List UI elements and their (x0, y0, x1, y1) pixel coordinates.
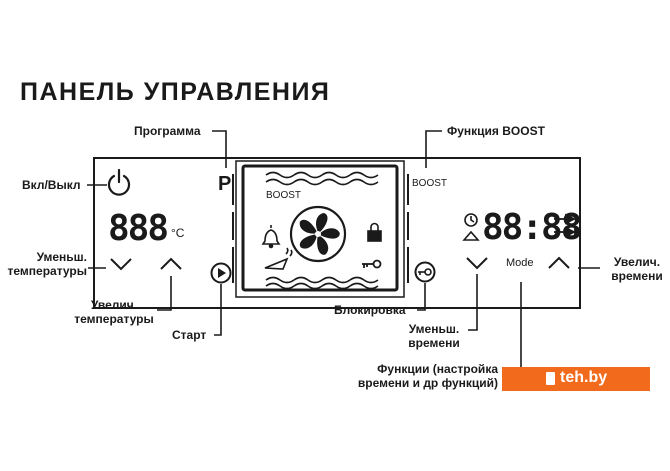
label-time-up-line1: Увелич. (613, 255, 661, 269)
play-icon (218, 268, 226, 278)
label-program: Программа (134, 124, 201, 138)
lock-button-key-icon (418, 268, 432, 276)
watermark: teh.by (502, 367, 650, 391)
start-button[interactable] (210, 262, 232, 284)
key-icon (362, 259, 382, 269)
label-time-down-line2: времени (408, 336, 460, 350)
power-button[interactable] (106, 170, 132, 196)
lock-button-ring (414, 261, 436, 283)
display-inner-frame (241, 164, 399, 292)
bell-small-icon (462, 230, 480, 241)
label-time-up-line2: времени (611, 269, 663, 283)
label-time-up: Увелич. времени (604, 255, 670, 283)
label-temp-up-line1: Увелич. (90, 298, 138, 312)
label-functions-line1: Функции (настройка (377, 362, 498, 376)
leader-lines (87, 130, 600, 368)
label-temp-up-line2: температуры (74, 312, 154, 326)
watermark-text: teh.by (560, 369, 608, 386)
power-icon (107, 168, 131, 196)
label-temp-down-line1: Уменьш. (36, 250, 87, 264)
label-temp-down: Уменьш. температуры (2, 250, 87, 278)
program-indicator: P (218, 173, 232, 195)
watermark-logo-icon (546, 372, 555, 385)
panel-frame (93, 157, 581, 309)
page-title: ПАНЕЛЬ УПРАВЛЕНИЯ (20, 78, 331, 106)
label-functions: Функции (настройка времени и др функций) (330, 362, 498, 390)
time-down-chevron-icon (466, 257, 488, 270)
temp-up-chevron-icon (160, 257, 182, 270)
boost-screen-label: BOOST (266, 190, 302, 201)
label-boost-function: Функция BOOST (447, 124, 545, 138)
temp-down-button[interactable] (108, 254, 134, 274)
temp-down-chevron-icon (110, 258, 132, 271)
bottom-heating-icon (265, 276, 379, 290)
label-power: Вкл/Выкл (22, 178, 81, 192)
mode-button[interactable]: Mode (506, 257, 534, 269)
clock-icon (464, 213, 478, 227)
time-display: 88:88 (482, 207, 582, 248)
temperature-unit: °C (171, 226, 185, 240)
label-functions-line2: времени и др функций) (357, 376, 498, 390)
start-button-ring (210, 262, 232, 284)
label-temp-up: Увелич. температуры (68, 298, 160, 326)
pizza-icon (264, 247, 293, 270)
display-outer-frame (235, 160, 405, 298)
label-lock: Блокировка (334, 303, 406, 317)
time-arrow-icons (554, 213, 577, 238)
fan-icon (289, 205, 347, 263)
boost-indicator: BOOST (412, 178, 448, 189)
label-time-down: Уменьш. времени (402, 322, 466, 350)
top-heating-icon (265, 171, 379, 186)
bell-icon (261, 225, 281, 249)
lock-button[interactable] (414, 261, 436, 283)
label-time-down-line1: Уменьш. (408, 322, 460, 336)
time-up-button[interactable] (546, 254, 572, 274)
label-start: Старт (172, 328, 207, 342)
time-down-button[interactable] (464, 254, 490, 274)
lock-icon (367, 222, 382, 242)
time-up-chevron-icon (548, 256, 570, 269)
temperature-display: 888 (108, 208, 169, 249)
label-temp-down-line2: температуры (7, 264, 87, 278)
temp-up-button[interactable] (158, 254, 184, 274)
